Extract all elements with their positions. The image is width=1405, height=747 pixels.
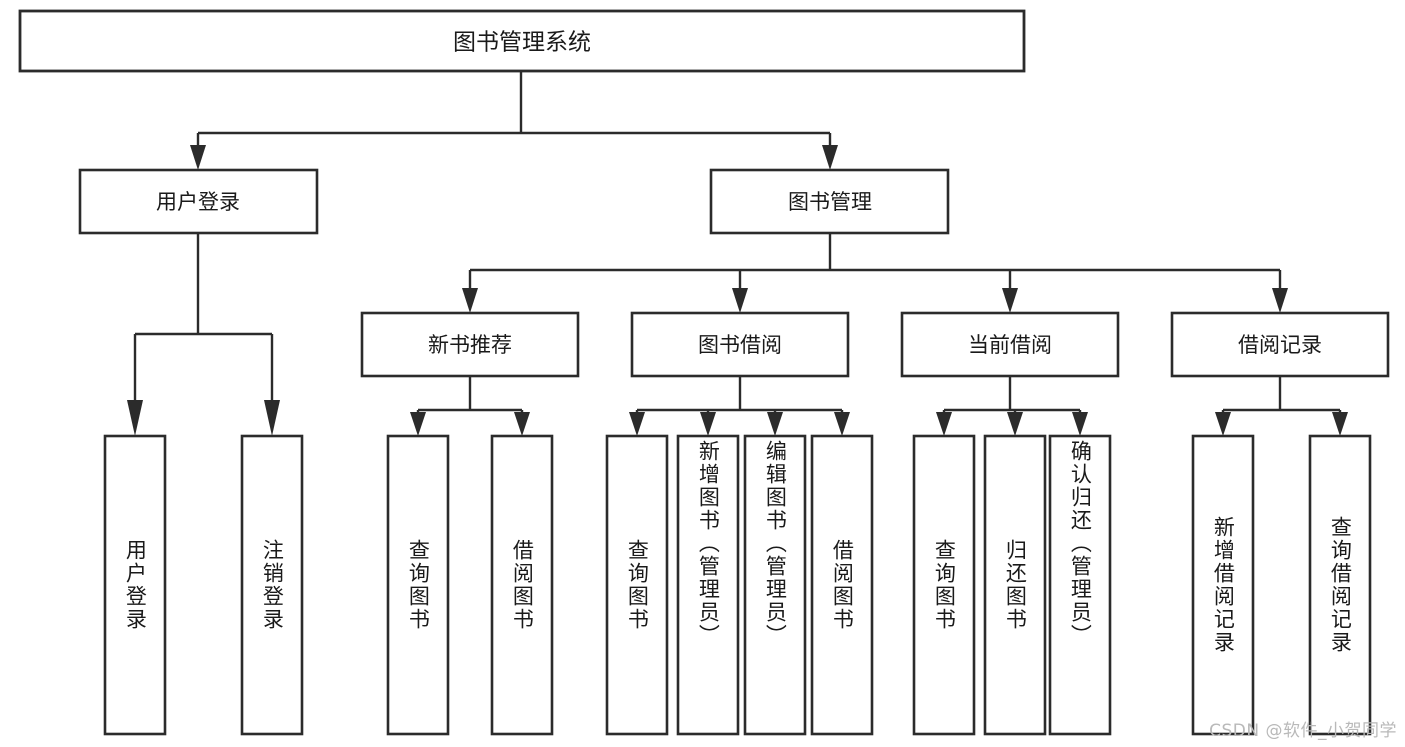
node-new-book-recommend-label: 新书推荐	[428, 333, 512, 357]
node-root[interactable]: 图书管理系统	[18, 9, 1026, 73]
leaf-return-book-box[interactable]	[983, 434, 1047, 736]
arrow-to-leaf-query-book-2	[629, 412, 645, 436]
csdn-watermark: CSDN @软件_小贺同学	[1209, 721, 1397, 741]
arrow-to-borrow-record	[1272, 288, 1288, 313]
node-current-borrow[interactable]: 当前借阅	[900, 311, 1120, 378]
node-current-borrow-box[interactable]	[900, 311, 1120, 378]
arrow-to-leaf-return-book	[1007, 412, 1023, 436]
leaf-query-record-box[interactable]	[1308, 434, 1372, 736]
node-book-management-box[interactable]	[709, 168, 950, 235]
node-book-borrow-label: 图书借阅	[698, 333, 782, 357]
node-current-borrow-label: 当前借阅	[968, 333, 1052, 357]
arrow-to-book-management	[822, 145, 838, 170]
arrow-to-leaf-borrow-book-2	[834, 412, 850, 436]
leaf-query-book-3-box[interactable]	[912, 434, 976, 736]
arrow-to-leaf-edit-book	[767, 412, 783, 436]
node-user-login-label: 用户登录	[156, 190, 240, 214]
node-root-label: 图书管理系统	[453, 30, 591, 56]
arrow-to-leaf-confirm-return	[1072, 412, 1088, 436]
node-borrow-record-box[interactable]	[1170, 311, 1390, 378]
leaf-box-layer	[103, 434, 1372, 736]
arrow-to-leaf-query-record	[1332, 412, 1348, 436]
node-user-login[interactable]: 用户登录	[78, 168, 319, 235]
leaf-borrow-book-2-box[interactable]	[810, 434, 874, 736]
node-new-book-recommend-box[interactable]	[360, 311, 580, 378]
leaf-query-book-1-box[interactable]	[386, 434, 450, 736]
node-root-box[interactable]	[18, 9, 1026, 73]
leaf-user-login-box[interactable]	[103, 434, 167, 736]
leaf-query-book-2-box[interactable]	[605, 434, 669, 736]
node-book-borrow-box[interactable]	[630, 311, 850, 378]
node-new-book-recommend[interactable]: 新书推荐	[360, 311, 580, 378]
arrow-to-leaf-query-book-1	[410, 412, 426, 436]
arrow-to-current-borrow	[1002, 288, 1018, 313]
arrow-to-leaf-add-record	[1215, 412, 1231, 436]
arrow-to-leaf-logout-login	[264, 400, 280, 436]
leaf-add-book-box[interactable]	[676, 434, 740, 736]
arrow-to-user-login	[190, 145, 206, 170]
node-book-borrow[interactable]: 图书借阅	[630, 311, 850, 378]
connector-layer	[127, 71, 1348, 436]
leaf-logout-login-box[interactable]	[240, 434, 304, 736]
node-borrow-record-label: 借阅记录	[1238, 333, 1322, 357]
leaf-confirm-return-box[interactable]	[1048, 434, 1112, 736]
leaf-edit-book-box[interactable]	[743, 434, 807, 736]
node-user-login-box[interactable]	[78, 168, 319, 235]
leaf-add-record-box[interactable]	[1191, 434, 1255, 736]
node-book-management-label: 图书管理	[788, 190, 872, 214]
leaf-borrow-book-1-box[interactable]	[490, 434, 554, 736]
arrow-to-leaf-user-login	[127, 400, 143, 436]
arrow-to-leaf-add-book	[700, 412, 716, 436]
node-book-management[interactable]: 图书管理	[709, 168, 950, 235]
arrow-to-new-book-recommend	[462, 288, 478, 313]
arrow-to-book-borrow	[732, 288, 748, 313]
node-borrow-record[interactable]: 借阅记录	[1170, 311, 1390, 378]
arrow-to-leaf-query-book-3	[936, 412, 952, 436]
arrow-to-leaf-borrow-book-1	[514, 412, 530, 436]
